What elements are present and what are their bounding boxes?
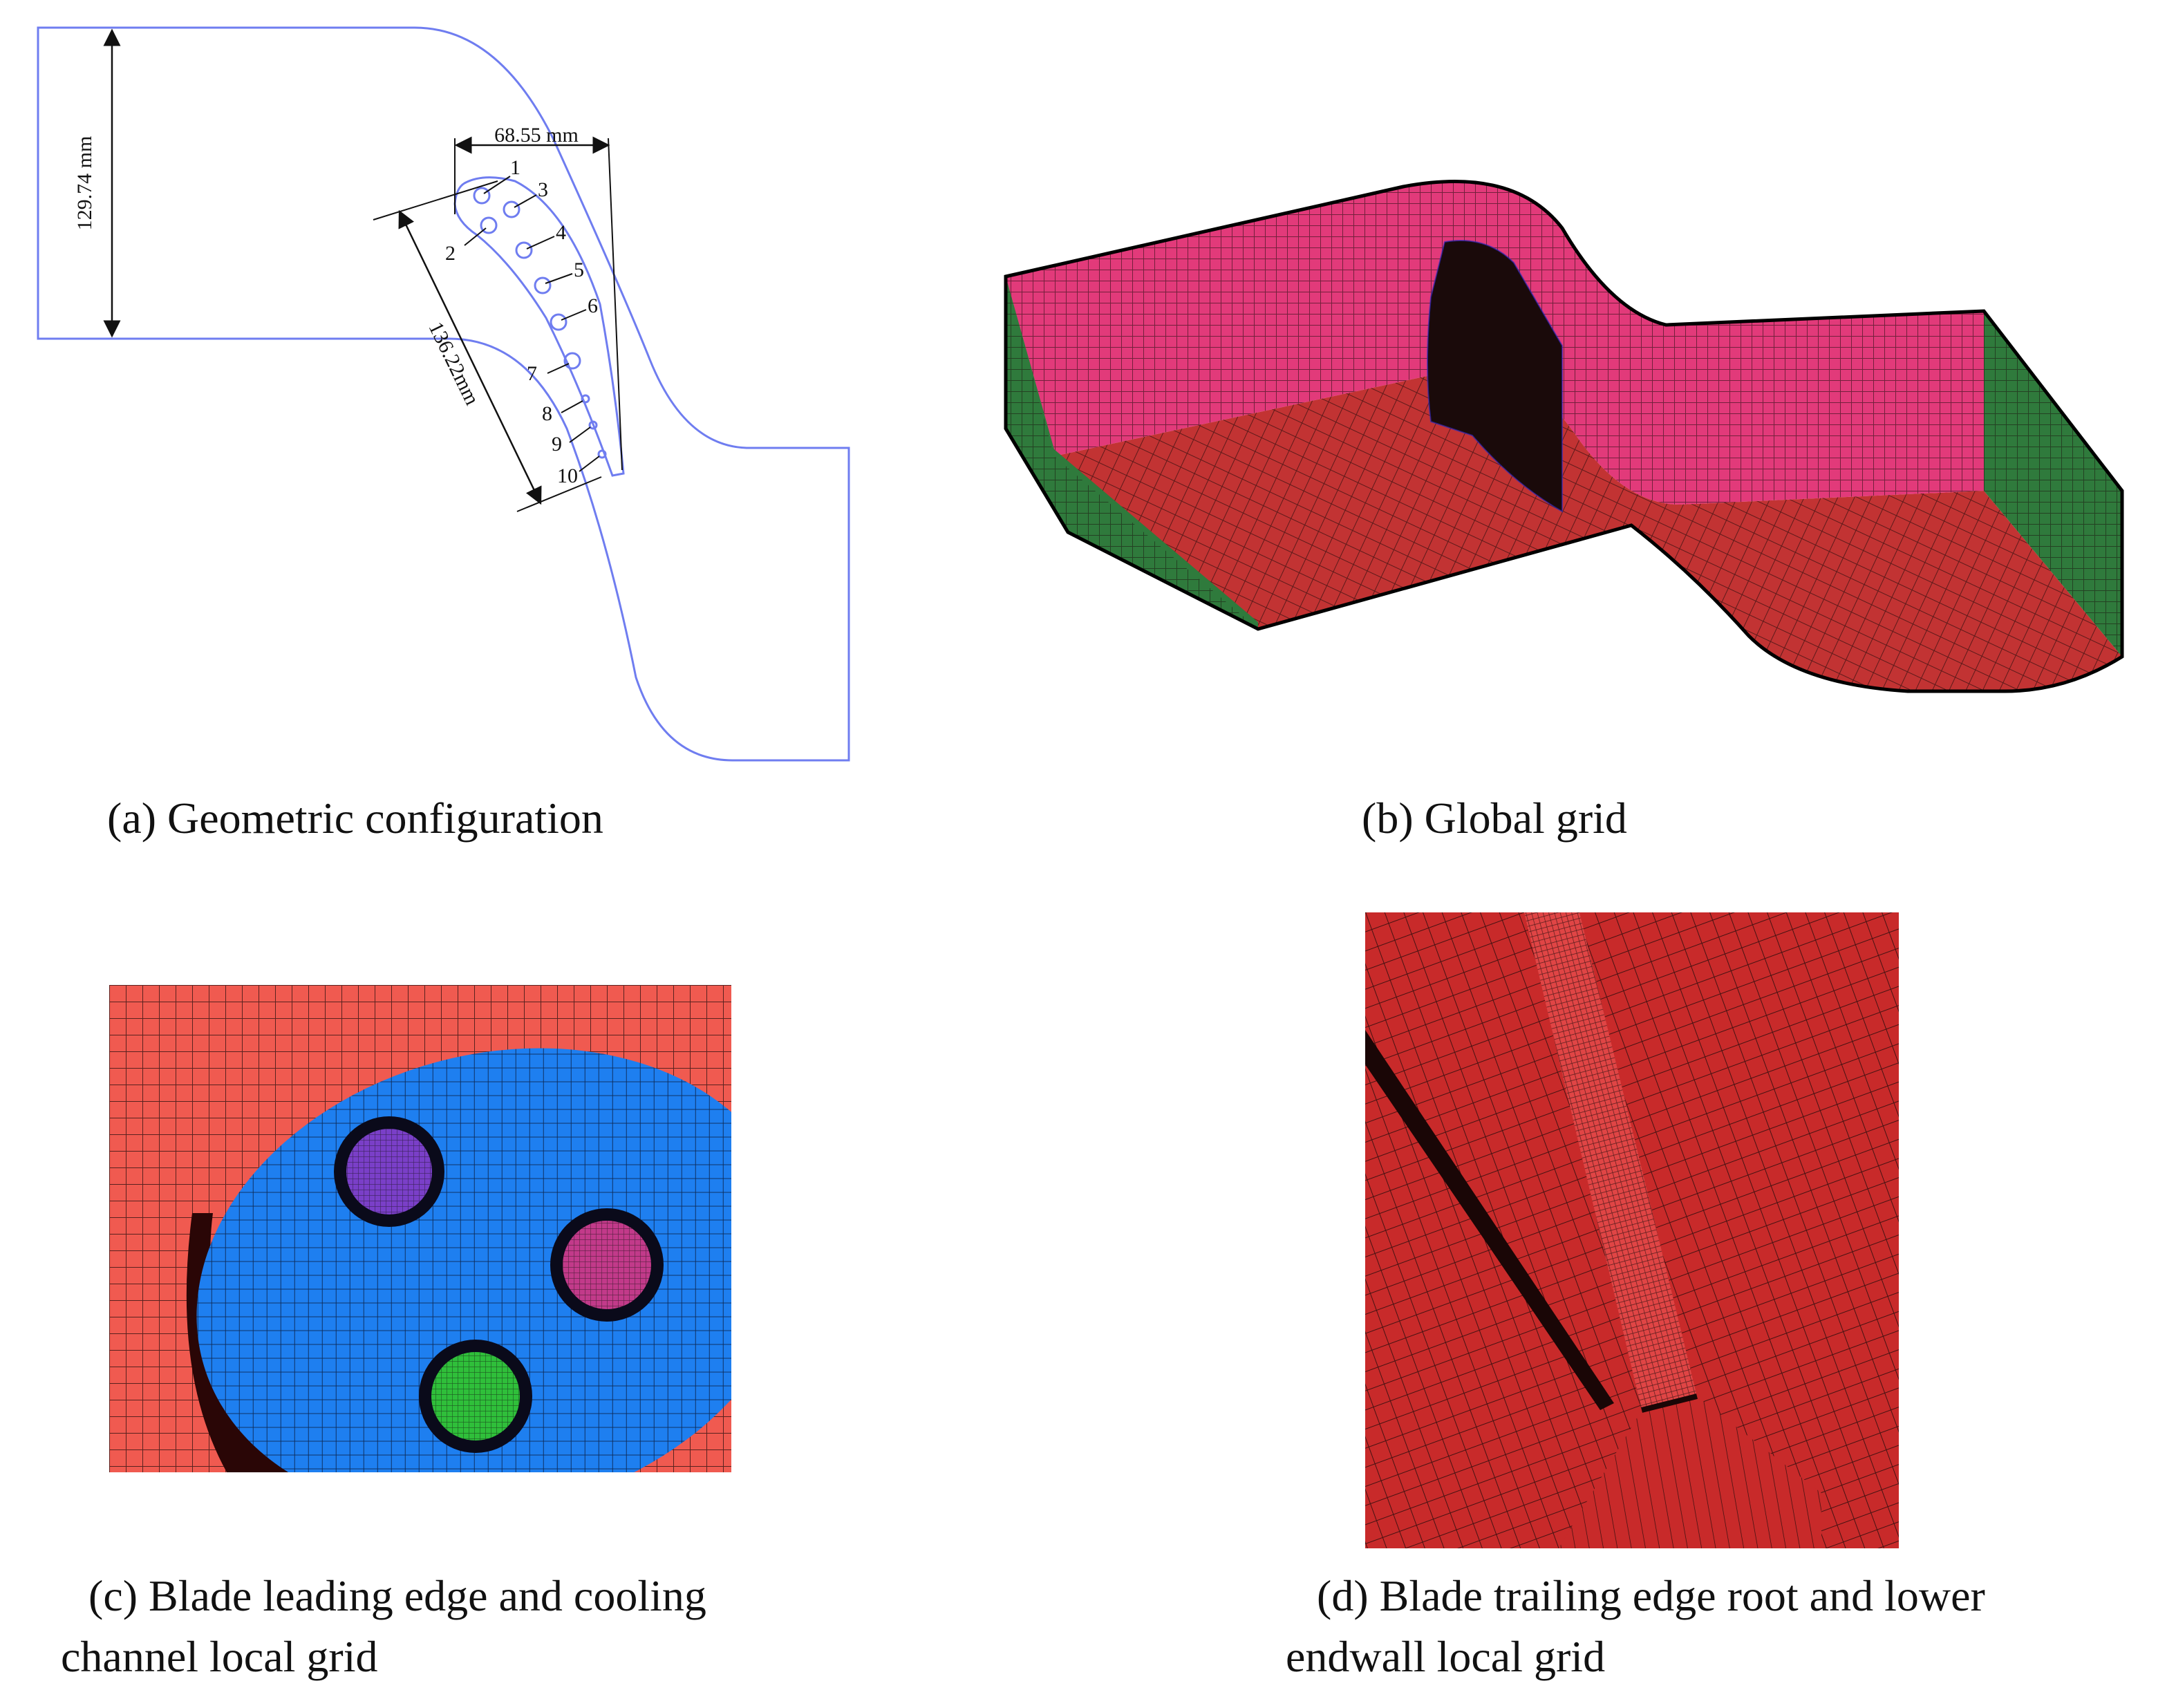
- hole-label-7: 7: [527, 362, 537, 385]
- trailing-edge-grid-render: [1365, 912, 1899, 1548]
- span-dimension-label: 136.22mm: [424, 319, 483, 409]
- blade-profile: [453, 176, 625, 477]
- hole-label-4: 4: [556, 221, 566, 244]
- hole-label-1: 1: [510, 156, 520, 179]
- chord-dimension-label: 68.55 mm: [494, 124, 579, 147]
- caption-c-line1: (c) Blade leading edge and cooling: [88, 1571, 706, 1620]
- height-dimension-label: 129.74 mm: [73, 136, 96, 231]
- cooling-holes: [473, 187, 607, 459]
- cooling-hole-magenta: [550, 1208, 664, 1322]
- hole-label-10: 10: [557, 464, 578, 487]
- global-grid-render: [1004, 180, 2124, 693]
- blade-mesh: [1427, 241, 1562, 512]
- passage-outline: [37, 26, 850, 762]
- span-dimension: 136.22mm: [373, 180, 602, 512]
- caption-c: (c) Blade leading edge and cooling chann…: [61, 1566, 890, 1687]
- caption-d-line1: (d) Blade trailing edge root and lower: [1317, 1571, 1985, 1620]
- geometry-drawing: 1 2 3 4 5 6 7 8 9 10 129.74 mm 68.55 mm …: [37, 26, 850, 762]
- cooling-hole-green: [419, 1340, 532, 1453]
- caption-a: (a) Geometric configuration: [107, 794, 603, 843]
- caption-c-line2: channel local grid: [61, 1632, 378, 1681]
- hole-label-8: 8: [542, 402, 552, 425]
- height-dimension: 129.74 mm: [73, 28, 121, 338]
- leading-edge-grid-render: [109, 985, 731, 1472]
- hole-label-5: 5: [574, 259, 584, 281]
- caption-d: (d) Blade trailing edge root and lower e…: [1286, 1566, 2150, 1687]
- hole-label-6: 6: [588, 294, 598, 317]
- caption-b: (b) Global grid: [1362, 794, 1627, 843]
- cooling-hole-purple: [334, 1116, 444, 1227]
- hole-label-2: 2: [445, 242, 456, 265]
- caption-d-line2: endwall local grid: [1286, 1632, 1606, 1681]
- chord-dimension: 68.55 mm: [454, 124, 623, 471]
- hole-label-3: 3: [538, 178, 548, 201]
- hole-label-9: 9: [552, 433, 562, 456]
